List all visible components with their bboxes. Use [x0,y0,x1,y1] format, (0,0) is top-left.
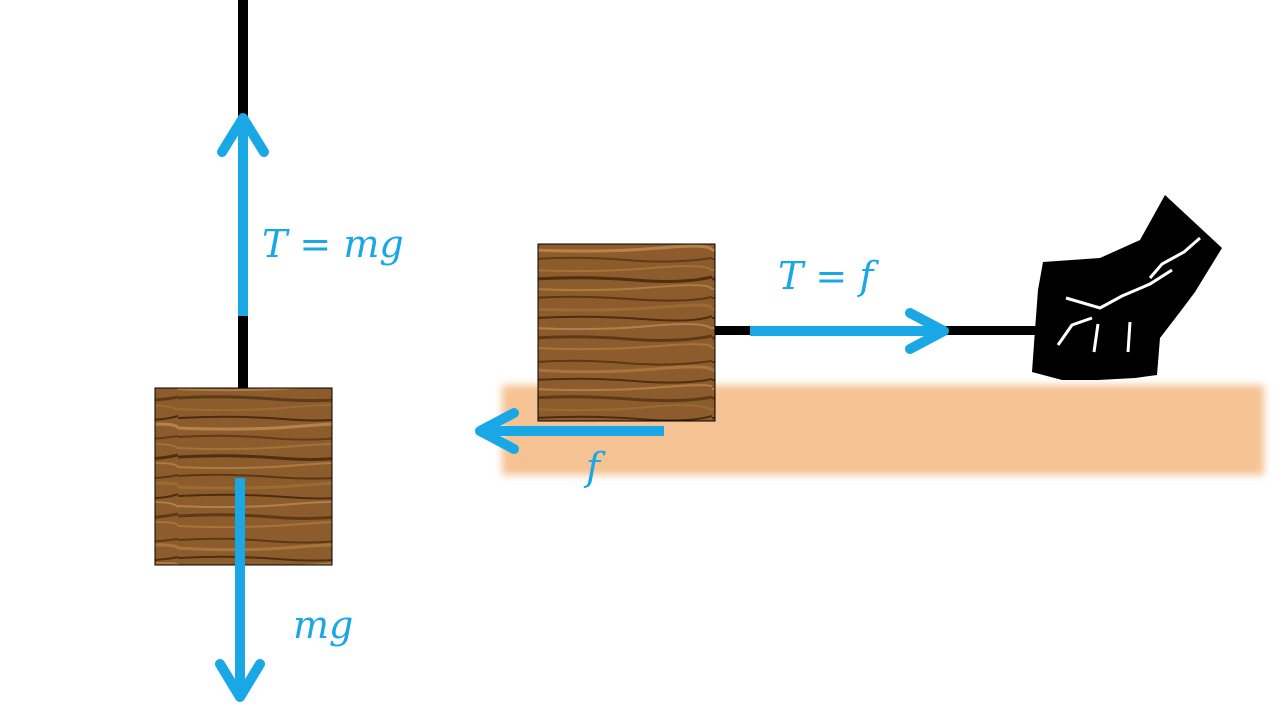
fist-finger-lines [1056,236,1201,353]
friction-arrow-shaft [484,426,664,436]
weight-arrow-shaft [235,478,245,688]
sliding-block [537,243,716,422]
tension-horizontal-label: T = f [778,254,874,298]
tension-arrow-vertical-shaft [238,118,248,316]
tension-vertical-label: T = mg [262,222,404,266]
weight-arrow-head [215,659,265,702]
friction-arrow-head [475,408,519,454]
weight-label: mg [293,603,354,647]
friction-label: f [586,445,601,489]
tension-arrow-horizontal-shaft [750,326,940,336]
tension-arrow-vertical-head [217,113,269,157]
fist-icon [1032,195,1222,380]
tension-arrow-horizontal-head [905,308,949,354]
